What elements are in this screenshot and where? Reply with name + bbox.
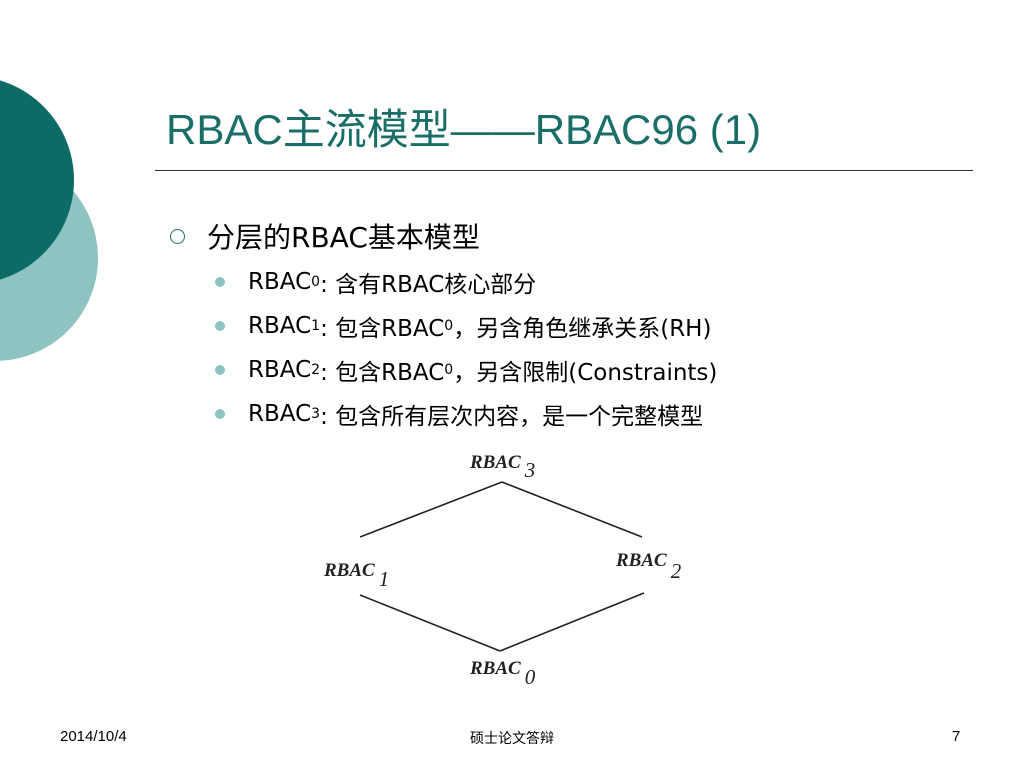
dot-bullet-icon — [215, 409, 225, 419]
bullet-heading-text: 分层的RBAC基本模型 — [207, 221, 480, 254]
item-base: RBAC — [248, 357, 312, 383]
item-rest: : 包含RBAC — [320, 316, 445, 342]
footer-title: 硕士论文答辩 — [470, 730, 554, 746]
item-rest: : 包含RBAC — [320, 360, 445, 386]
title-divider — [155, 170, 973, 171]
item-base: RBAC — [248, 401, 312, 427]
edge-bottom-right — [499, 592, 645, 652]
page-number: 7 — [952, 728, 961, 745]
slide-title: RBAC主流模型——RBAC96 (1) — [166, 106, 762, 153]
dot-bullet-icon — [215, 277, 225, 287]
item-base: RBAC — [248, 313, 312, 339]
item-tail: ，另含角色继承关系(RH) — [453, 316, 712, 342]
hollow-circle-bullet-icon — [170, 228, 185, 244]
bullet-heading: 分层的RBAC基本模型 — [166, 212, 986, 260]
edge-top-left — [359, 481, 503, 538]
dark-circle — [0, 80, 74, 280]
item-rest: : 含有RBAC核心部分 — [320, 272, 537, 298]
item-base: RBAC — [248, 269, 312, 295]
decorative-circles — [0, 80, 98, 361]
dot-bullet-icon — [215, 321, 225, 331]
dot-bullet-icon — [215, 365, 225, 375]
item-tail: ，另含限制(Constraints) — [453, 360, 718, 386]
edge-top-right — [501, 481, 643, 538]
item-rest: : 包含所有层次内容，是一个完整模型 — [320, 404, 704, 430]
edge-left-bottom — [359, 594, 501, 652]
footer-date: 2014/10/4 — [60, 728, 127, 745]
